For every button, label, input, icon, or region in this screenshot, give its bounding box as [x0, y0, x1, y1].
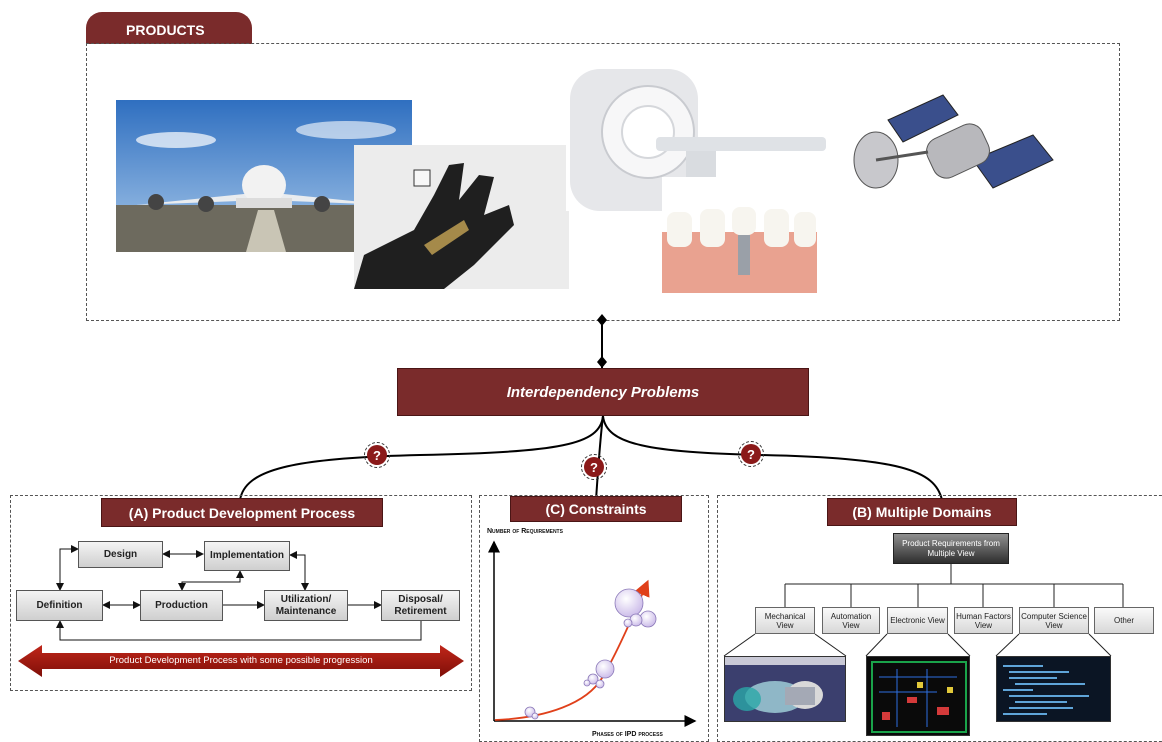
pdp-panel	[10, 495, 472, 691]
dental-implant-image	[662, 177, 817, 293]
pdp-production-box: Production	[140, 590, 223, 621]
pdp-progression-label: Product Development Process with some po…	[109, 655, 373, 666]
pdp-utilization-label: Utilization/ Maintenance	[275, 593, 337, 617]
pdp-definition-label: Definition	[36, 599, 83, 611]
domain-human-factors-label: Human Factors View	[956, 611, 1011, 630]
constraints-title: (C) Constraints	[545, 501, 647, 517]
pdp-implementation-box: Implementation	[204, 541, 290, 571]
electronic-pcb-image	[866, 656, 970, 736]
domain-computer-science-label: Computer Science View	[1021, 611, 1087, 630]
domain-automation-view: Automation View	[822, 607, 880, 634]
domains-root-label: Product Requirements from Multiple View	[902, 538, 1000, 558]
question-icon-pdp: ?	[364, 442, 390, 468]
constraints-xlabel: Phases of IPD process	[592, 731, 663, 738]
mechanical-cad-image	[724, 656, 846, 722]
pdp-progression-arrow	[18, 645, 464, 677]
satellite-image	[848, 90, 1068, 220]
constraints-bubbles-mid	[583, 659, 615, 689]
domains-root-box: Product Requirements from Multiple View	[893, 533, 1009, 564]
constraints-bubbles-low	[524, 706, 539, 720]
question-mark-domains: ?	[741, 444, 761, 464]
pdp-utilization-box: Utilization/ Maintenance	[264, 590, 348, 621]
constraints-title-box: (C) Constraints	[510, 496, 682, 522]
domain-mechanical-label: Mechanical View	[764, 611, 806, 630]
domains-title-box: (B) Multiple Domains	[827, 498, 1017, 526]
products-tab-label: PRODUCTS	[126, 22, 205, 38]
products-connector	[597, 314, 607, 368]
pdp-title: (A) Product Development Process	[128, 504, 356, 521]
interdependency-problems-box: Interdependency Problems	[397, 368, 809, 416]
domain-computer-science-view: Computer Science View	[1019, 607, 1089, 634]
constraints-chart	[488, 540, 697, 727]
domain-automation-label: Automation View	[830, 611, 872, 630]
domain-electronic-view: Electronic View	[887, 607, 948, 634]
pdp-production-label: Production	[155, 599, 208, 611]
computer-science-code-image	[996, 656, 1111, 722]
domains-title: (B) Multiple Domains	[852, 504, 992, 520]
interdependency-problems-title: Interdependency Problems	[506, 383, 700, 401]
robotic-hand-image	[354, 145, 569, 289]
pdp-title-box: (A) Product Development Process	[101, 498, 383, 527]
pdp-design-box: Design	[78, 541, 163, 568]
question-mark-pdp: ?	[367, 445, 387, 465]
domain-mechanical-view: Mechanical View	[755, 607, 815, 634]
pdp-design-label: Design	[103, 548, 138, 560]
question-icon-constraints: ?	[581, 454, 607, 480]
domain-electronic-label: Electronic View	[890, 616, 945, 625]
pdp-definition-box: Definition	[16, 590, 103, 621]
pdp-disposal-box: Disposal/ Retirement	[381, 590, 460, 621]
constraints-bubbles-high	[614, 588, 657, 628]
constraints-ylabel: Number of Requirements	[487, 528, 563, 535]
domain-human-factors-view: Human Factors View	[954, 607, 1013, 634]
question-icon-domains: ?	[738, 441, 764, 467]
domain-other-label: Other	[1113, 616, 1134, 625]
question-mark-constraints: ?	[584, 457, 604, 477]
pdp-disposal-label: Disposal/ Retirement	[394, 593, 447, 617]
products-tab: PRODUCTS	[86, 12, 252, 44]
pdp-implementation-label: Implementation	[210, 550, 284, 561]
pdp-flow-arrows	[56, 545, 422, 641]
domain-other-view: Other	[1094, 607, 1154, 634]
